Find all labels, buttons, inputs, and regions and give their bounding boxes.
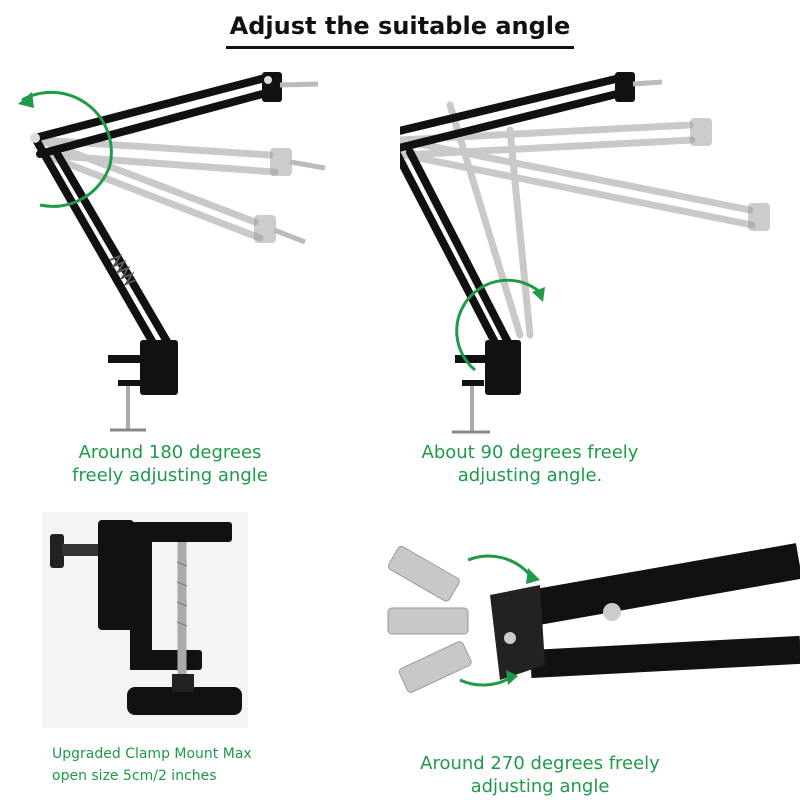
- clamp-mount-illustration: [50, 520, 242, 715]
- arm-90-illustration: [400, 72, 770, 434]
- caption-90: About 90 degrees freely adjusting angle.: [421, 442, 639, 486]
- ghost-arms: [400, 101, 756, 339]
- rotation-arrow-icon: [455, 278, 541, 372]
- head-270-illustration: [387, 543, 800, 693]
- arm-180-illustration: [18, 72, 326, 432]
- caption-270: Around 270 degrees freely adjusting angl…: [420, 753, 660, 797]
- caption-180: Around 180 degrees freely adjusting angl…: [72, 442, 268, 486]
- ghost-arms: [36, 136, 279, 242]
- rotation-arrow-icon: [467, 554, 532, 576]
- title-text: Adjust the suitable angle: [225, 12, 575, 49]
- page-title: Adjust the suitable angle: [0, 12, 800, 49]
- caption-clamp: Upgraded Clamp Mount Max open size 5cm/2…: [52, 746, 252, 784]
- rotation-arrow-icon: [21, 90, 113, 208]
